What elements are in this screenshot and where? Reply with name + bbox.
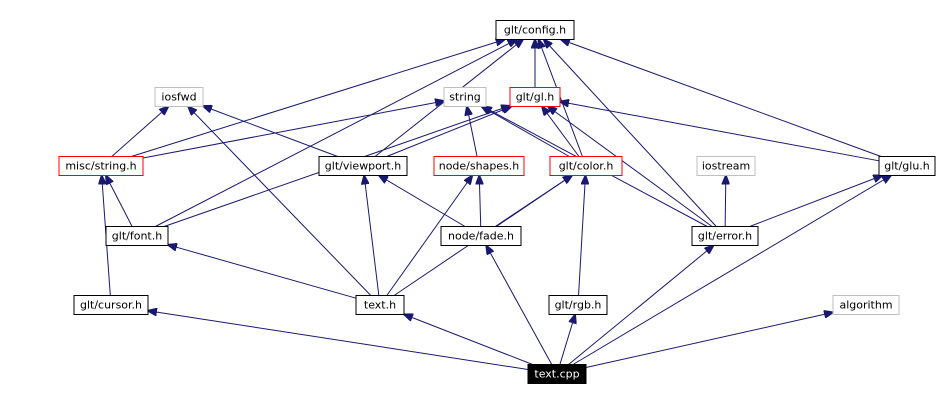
node-viewport[interactable]: glt/viewport.h bbox=[318, 156, 408, 176]
node-label: glt/font.h bbox=[112, 230, 162, 243]
edge-miscstring-to-iosfwd bbox=[111, 107, 169, 157]
edge-textcpp-to-error bbox=[568, 246, 714, 365]
node-string[interactable]: string bbox=[443, 87, 487, 107]
node-box bbox=[549, 156, 623, 176]
node-label: misc/string.h bbox=[65, 160, 136, 173]
node-gl[interactable]: glt/gl.h bbox=[509, 87, 561, 107]
edge-textcpp-to-cursor bbox=[148, 311, 529, 371]
node-label: text.cpp bbox=[534, 368, 579, 381]
node-box bbox=[318, 156, 408, 176]
node-box bbox=[691, 226, 759, 246]
node-box bbox=[878, 156, 936, 176]
edge-font-to-miscstring bbox=[106, 176, 133, 227]
node-box bbox=[433, 156, 525, 176]
edge-textcpp-to-texth bbox=[404, 314, 533, 365]
node-rgb[interactable]: glt/rgb.h bbox=[548, 295, 608, 315]
edge-shapes-to-string bbox=[467, 107, 478, 157]
node-error[interactable]: glt/error.h bbox=[691, 226, 759, 246]
nodes-layer: glt/config.h iosfwd string glt/gl.h misc/str… bbox=[58, 20, 936, 384]
edges-layer bbox=[102, 40, 891, 371]
node-label: glt/color.h bbox=[559, 160, 614, 173]
node-label: iosfwd bbox=[161, 91, 196, 104]
node-box bbox=[154, 87, 204, 107]
node-label: glt/glu.h bbox=[884, 160, 930, 173]
edge-texth-to-iosfwd bbox=[188, 107, 372, 296]
node-box bbox=[105, 226, 169, 246]
node-algorithm[interactable]: algorithm bbox=[832, 295, 900, 315]
node-textcpp[interactable]: text.cpp bbox=[527, 364, 587, 384]
node-miscstring[interactable]: misc/string.h bbox=[58, 156, 144, 176]
node-box bbox=[509, 87, 561, 107]
node-label: iostream bbox=[702, 160, 750, 173]
node-cursor[interactable]: glt/cursor.h bbox=[73, 295, 149, 315]
node-label: node/fade.h bbox=[448, 230, 514, 243]
edge-error-to-iostream bbox=[725, 176, 726, 227]
edge-error-to-glu bbox=[749, 176, 883, 227]
node-label: glt/config.h bbox=[504, 24, 566, 37]
node-fade[interactable]: node/fade.h bbox=[440, 226, 522, 246]
node-label: glt/cursor.h bbox=[80, 299, 142, 312]
node-box bbox=[58, 156, 144, 176]
edge-textcpp-to-rgb bbox=[559, 315, 575, 365]
edge-viewport-to-gl bbox=[386, 107, 512, 157]
edge-textcpp-to-fade bbox=[486, 246, 553, 365]
edge-glu-to-gl bbox=[560, 102, 880, 162]
edge-texth-to-viewport bbox=[364, 176, 380, 296]
edge-color-to-string bbox=[482, 107, 570, 157]
node-label: glt/error.h bbox=[698, 230, 752, 243]
node-box bbox=[832, 295, 900, 315]
node-box bbox=[443, 87, 487, 107]
node-font[interactable]: glt/font.h bbox=[105, 226, 169, 246]
edge-miscstring-to-string bbox=[142, 101, 444, 159]
edge-textcpp-to-glu bbox=[572, 176, 891, 365]
node-box bbox=[495, 20, 575, 40]
node-label: string bbox=[449, 91, 481, 104]
edge-glu-to-config bbox=[561, 40, 882, 157]
node-box bbox=[73, 295, 149, 315]
node-texth[interactable]: text.h bbox=[355, 295, 405, 315]
node-label: algorithm bbox=[839, 299, 892, 312]
node-glu[interactable]: glt/glu.h bbox=[878, 156, 936, 176]
node-color[interactable]: glt/color.h bbox=[549, 156, 623, 176]
node-box bbox=[527, 364, 587, 384]
edge-texth-to-font bbox=[168, 245, 357, 299]
node-box bbox=[696, 156, 756, 176]
edge-fade-to-color bbox=[494, 176, 572, 227]
edge-fade-to-shapes bbox=[479, 176, 480, 227]
edge-miscstring-to-config bbox=[131, 40, 504, 157]
edge-fade-to-viewport bbox=[379, 176, 466, 227]
node-box bbox=[440, 226, 522, 246]
edge-textcpp-to-algorithm bbox=[585, 312, 833, 369]
node-label: glt/gl.h bbox=[516, 91, 555, 104]
edge-texth-to-shapes bbox=[386, 176, 472, 296]
edge-rgb-to-color bbox=[578, 176, 586, 296]
node-box bbox=[548, 295, 608, 315]
edge-error-to-config bbox=[544, 40, 717, 227]
node-label: glt/rgb.h bbox=[555, 299, 602, 312]
node-box bbox=[355, 295, 405, 315]
edge-font-to-config bbox=[155, 40, 516, 227]
node-label: text.h bbox=[364, 299, 396, 312]
node-iostream[interactable]: iostream bbox=[696, 156, 756, 176]
node-label: glt/viewport.h bbox=[325, 160, 401, 173]
edge-error-to-gl bbox=[548, 107, 713, 227]
node-iosfwd[interactable]: iosfwd bbox=[154, 87, 204, 107]
node-config[interactable]: glt/config.h bbox=[495, 20, 575, 40]
node-shapes[interactable]: node/shapes.h bbox=[433, 156, 525, 176]
node-label: node/shapes.h bbox=[439, 160, 520, 173]
edge-viewport-to-iosfwd bbox=[203, 106, 338, 157]
